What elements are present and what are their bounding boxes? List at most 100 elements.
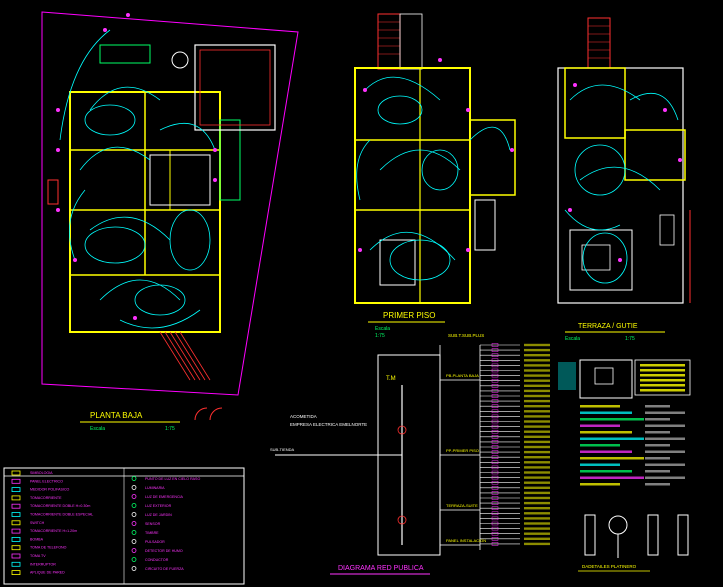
legend-text: TIMBRE — [145, 531, 159, 535]
legend-text: INTERRUPTOR — [30, 562, 56, 566]
single-line-diagram: T.M ACOMETIDA EMPRESA ELECTRICA EMELNORT… — [270, 333, 550, 575]
legend-symbol — [131, 566, 137, 571]
legend-symbol — [131, 476, 137, 481]
breaker-mark — [491, 353, 499, 357]
first-scale-label: Escala — [375, 326, 390, 332]
legend-symbol — [11, 553, 21, 559]
legend-text: PULSADOR — [145, 540, 165, 544]
legend-text: APLIQUE DE PARED — [30, 571, 65, 575]
subpanel-ts: TERRAZA-SUITE — [446, 503, 478, 508]
terrace-scale-value: 1:75 — [625, 336, 635, 342]
circuit-tag — [524, 450, 550, 454]
legend-text: CIRCUITO DE FUERZA — [145, 567, 184, 571]
first-scale-value: 1:75 — [375, 333, 385, 339]
circuit-tag — [524, 501, 550, 505]
subpanel-pi: PANEL INSTALACION — [446, 538, 486, 543]
breaker-mark — [491, 460, 499, 465]
breaker-mark — [491, 404, 499, 408]
circuit-tag — [524, 420, 550, 423]
legend-text: MEDIDOR POLIFASICO — [30, 488, 70, 492]
legend-symbol — [11, 561, 21, 567]
circuit-tag — [524, 445, 550, 449]
circuit-tag — [524, 491, 550, 495]
breaker-mark — [491, 378, 499, 383]
legend-symbol — [11, 520, 21, 526]
circuit-tag — [524, 359, 550, 362]
legend-text: CONDUCTOR — [145, 558, 169, 562]
breaker-mark — [491, 521, 499, 526]
breaker-mark — [491, 440, 499, 444]
breaker-mark — [491, 450, 499, 454]
legend-symbol — [11, 470, 21, 476]
circuit-tag — [524, 461, 550, 464]
legend-text: LUMINARIA — [145, 486, 165, 490]
breaker-mark — [491, 394, 499, 398]
legend-text: TOMACORRIENTE — [30, 496, 62, 500]
note-line — [580, 405, 620, 408]
circuit-tag — [524, 471, 550, 474]
circuit-tag — [524, 507, 550, 510]
ground-title: PLANTA BAJA — [90, 411, 143, 420]
terrace-plan: TERRAZA / GUTIE Escala 1:75 — [557, 17, 691, 342]
terrace-scale-label: Escala — [565, 336, 580, 342]
note-line — [645, 418, 670, 421]
breaker-mark — [491, 475, 499, 480]
circuit-tag — [524, 410, 550, 413]
note-line — [645, 431, 670, 434]
breaker-mark — [491, 465, 499, 470]
breaker-mark — [491, 424, 499, 429]
breaker-mark — [491, 511, 499, 516]
breaker-mark — [491, 542, 499, 546]
breaker-mark — [491, 445, 499, 449]
legend-text: PUNTO DE LUZ EN CIELO RASO — [145, 477, 200, 481]
detail-row — [640, 384, 685, 387]
circuit-tag — [524, 425, 550, 428]
note-line — [580, 470, 632, 473]
company-line-2: EMPRESA ELECTRICA EMELNORTE — [290, 422, 367, 427]
feed-label: SUB-TIENDA — [270, 447, 295, 452]
note-line — [645, 424, 685, 427]
legend-symbol — [11, 487, 21, 493]
circuit-tag — [524, 384, 550, 387]
detail-row — [640, 379, 685, 382]
circuit-tag — [524, 369, 550, 372]
first-walls — [354, 67, 471, 304]
circuit-tag — [524, 379, 550, 382]
note-line — [580, 457, 644, 460]
note-line — [580, 437, 644, 440]
legend-symbol — [11, 528, 21, 534]
breaker-mark — [491, 409, 499, 414]
circuit-tag — [524, 527, 550, 530]
breaker-mark — [491, 537, 499, 541]
legend-symbol — [131, 512, 137, 517]
circuit-tag — [524, 542, 550, 546]
breaker-mark — [491, 491, 499, 495]
note-line — [580, 418, 644, 421]
note-line — [580, 450, 632, 453]
note-line — [645, 437, 685, 440]
legend-symbol — [131, 521, 137, 526]
ground-floor-plan: PLANTA BAJA Escala 1:75 — [41, 11, 299, 432]
note-line — [580, 431, 632, 434]
legend-text: TOMA TV — [30, 554, 46, 558]
legend-text: DETECTOR DE HUMO — [145, 549, 183, 553]
legend-symbol — [11, 512, 21, 517]
subpanel-pb: PB-PLANTA BAJA — [446, 373, 479, 378]
breaker-mark — [491, 506, 499, 510]
branch-circuits — [480, 343, 550, 546]
circuit-tag — [524, 466, 550, 469]
main-board-label: T.M — [386, 376, 396, 382]
legend-text: LUZ DE JARDIN — [145, 513, 172, 517]
legend-text: TOMACORRIENTE DOBLE ESPECIAL — [30, 513, 93, 517]
subpanel-pp: PP-PRIMER PISO — [446, 448, 479, 453]
note-line — [645, 463, 685, 466]
legend-symbol — [11, 495, 21, 501]
note-line — [645, 476, 685, 479]
circuit-tag — [524, 430, 550, 433]
legend-text: SWITCH — [30, 521, 45, 525]
circuit-tag — [524, 496, 550, 500]
site-boundary — [41, 11, 299, 396]
note-line — [645, 411, 685, 414]
